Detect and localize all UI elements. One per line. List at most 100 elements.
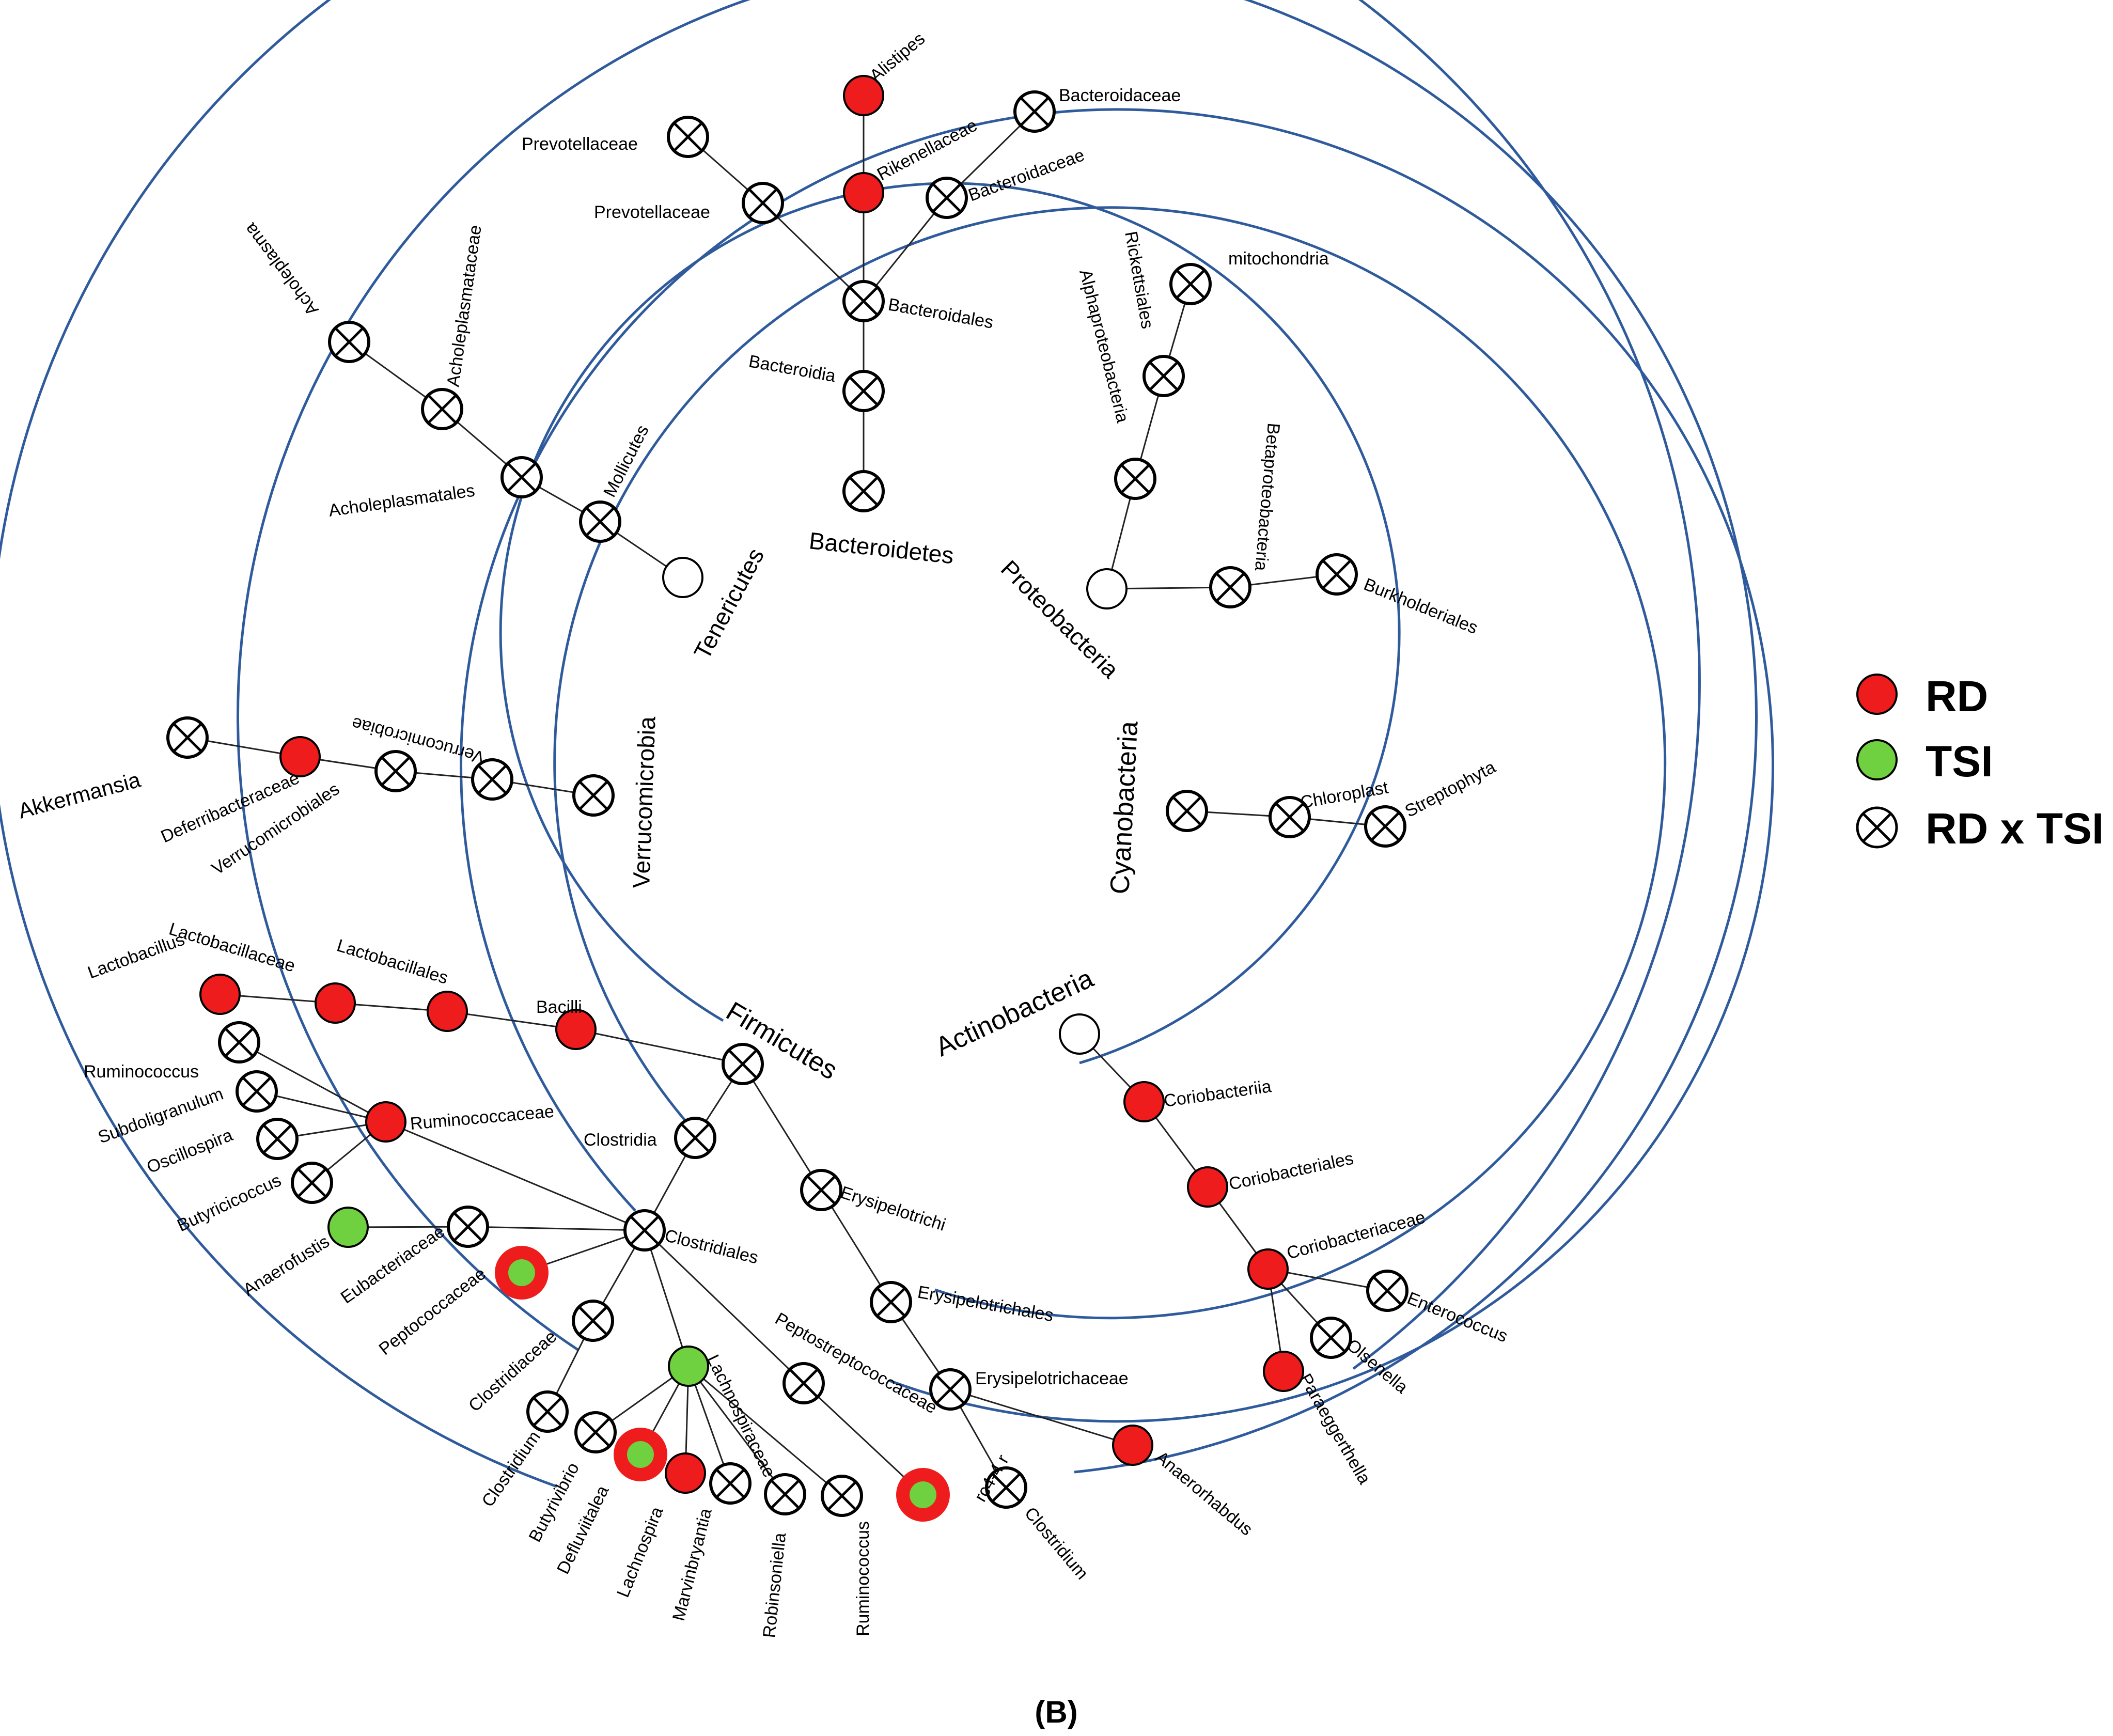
taxon-node-firmicutes-interaction-icon [722,1043,764,1085]
taxon-node-rikenellaceae [843,172,884,213]
node-label: Acholeplasmatales [327,481,476,521]
taxon-node-butyrivibrio-interaction-icon [574,1411,617,1453]
taxon-node-acholeplasmatales-interaction-icon [500,456,543,498]
node-label: Robinsoniella [759,1532,790,1639]
node-label: Bacteroidaceae [1059,86,1181,105]
taxon-node-verrucomicrobia-interaction-icon [572,774,615,817]
taxon-node-peptococcaceae [495,1246,549,1300]
edge [762,202,865,302]
legend-label: RD x TSI [1926,804,2104,853]
taxon-node-actinobacteria [1059,1013,1100,1055]
taxon-node-rickettsiales-interaction-icon [1142,355,1185,397]
taxon-node-erysipelotrichaceae-interaction-icon [929,1368,972,1411]
taxon-node-olsenella-interaction-icon [1310,1317,1352,1359]
node-label: Erysipelotrichales [916,1282,1055,1325]
node-label: Coriobacteriia [1163,1076,1273,1111]
taxon-node-clostridium_1-interaction-icon [526,1390,569,1433]
taxon-node-bacteroidaceae_g-interaction-icon [1013,90,1056,133]
taxon-node-lachnospira [665,1452,706,1494]
taxon-node-eubacteriaceae-interaction-icon [447,1206,489,1248]
node-label: Prevotellaceae [522,134,638,154]
taxon-node-bacteroidia-interaction-icon [842,370,885,412]
node-label: Acholeplasma [240,220,322,320]
node-label: Butyricicoccus [174,1170,284,1235]
node-label: Verrucomicrobia [628,716,661,888]
node-label: Peptococcaceae [375,1264,490,1359]
taxon-node-ruminococcus_1-interaction-icon [218,1021,260,1064]
taxon-node-clostridiaceae-interaction-icon [572,1300,614,1342]
node-label: Akkermansia [15,767,143,823]
ring-class [553,206,1667,1320]
taxon-node-mollicutes-interaction-icon [579,501,621,543]
taxon-node-clostridiales-interaction-icon [623,1209,666,1252]
legend-item-rd: RD [1856,672,1988,721]
node-label: Ruminococcus [853,1521,873,1636]
node-layer [166,75,1408,1522]
edge [256,1090,386,1123]
taxon-node-clostridia-interaction-icon [674,1117,716,1159]
node-label: Erysipelotrichi [838,1182,948,1235]
taxon-node-akkermansia-interaction-icon [166,716,209,759]
edge [447,1010,576,1030]
taxon-node-coriobacteriales [1187,1166,1228,1208]
taxon-node-bacilli [555,1009,597,1050]
node-label: Bacteroidaceae [966,145,1087,206]
taxon-node-oscillospira-interaction-icon [256,1118,299,1160]
taxon-node-lactobacillaceae [315,982,356,1024]
taxon-node-butyricicoccus-interaction-icon [291,1162,333,1204]
legend-swatch-rd [1856,674,1898,715]
taxon-node-prevotellaceae_f-interaction-icon [742,182,784,224]
taxon-node-coriobacteriaceae [1247,1248,1289,1290]
node-label: Marvinbryantia [669,1506,716,1623]
edge [239,1041,386,1123]
edge [803,1382,924,1496]
taxon-node-cyanobacteria-interaction-icon [1166,790,1208,832]
node-label: Lactobacillales [335,935,450,988]
taxon-node-defluviitalea [614,1428,667,1481]
edge [644,1229,805,1384]
taxon-node-lachnospiraceae [668,1346,709,1387]
edge [950,1388,1133,1446]
node-label: Oscillospira [144,1125,236,1177]
taxon-node-marvinbryantia-interaction-icon [709,1462,752,1505]
edge [742,1064,822,1191]
node-label: Clostridium [1021,1504,1092,1584]
node-label: Erysipelotrichaceae [975,1369,1129,1388]
taxon-node-anaerorhabdus [1112,1425,1153,1466]
node-label: Bacilli [536,997,582,1017]
taxon-node-bacteroidaceae_f-interaction-icon [926,177,968,219]
node-label: Lachnospiraceae [703,1352,779,1480]
interaction-icon [1856,806,1898,849]
node-label: Prevotellaceae [594,202,710,222]
taxon-node-mitochondria-interaction-icon [1169,263,1212,305]
panel-label: (B) [1035,1695,1077,1729]
taxon-node-acholeplasmataceae-interaction-icon [421,388,463,430]
edge [467,1226,645,1231]
legend-item-tsi: TSI [1856,737,1993,786]
taxon-node-ruminococcaceae [365,1101,406,1143]
taxon-node-verrucomicrobiales-interaction-icon [374,750,417,792]
node-label: Streptophyta [1402,757,1499,821]
taxon-node-subdoligranulum-interaction-icon [236,1070,278,1113]
edge [687,1366,786,1495]
node-label: Lactobacillus [85,930,187,983]
legend-label: RD [1926,672,1988,721]
ring-family [237,0,1758,1474]
taxon-node-deferribacteraceae [279,736,321,777]
node-label: Chloroplast [1299,777,1390,812]
node-label: Alistipes [866,29,929,86]
node-label: Clostridia [584,1130,657,1150]
taxon-node-chloroplast-interaction-icon [1269,796,1311,838]
taxon-node-rc4_4 [896,1468,950,1522]
taxon-node-prevotellaceae_g-interaction-icon [667,116,709,158]
legend-item-rd-x-tsi: RD x TSI [1856,804,2104,853]
taxon-node-ruminococcus_2-interaction-icon [821,1475,863,1517]
taxon-node-robinsoniella-interaction-icon [764,1473,806,1515]
node-label: Rickettsiales [1121,230,1157,331]
edge [575,1028,743,1065]
taxon-node-coriobacteriia [1123,1081,1165,1122]
taxon-node-alistipes [843,75,884,116]
taxon-node-betaproteobacteria-interaction-icon [1209,566,1251,608]
edge [385,1121,645,1231]
